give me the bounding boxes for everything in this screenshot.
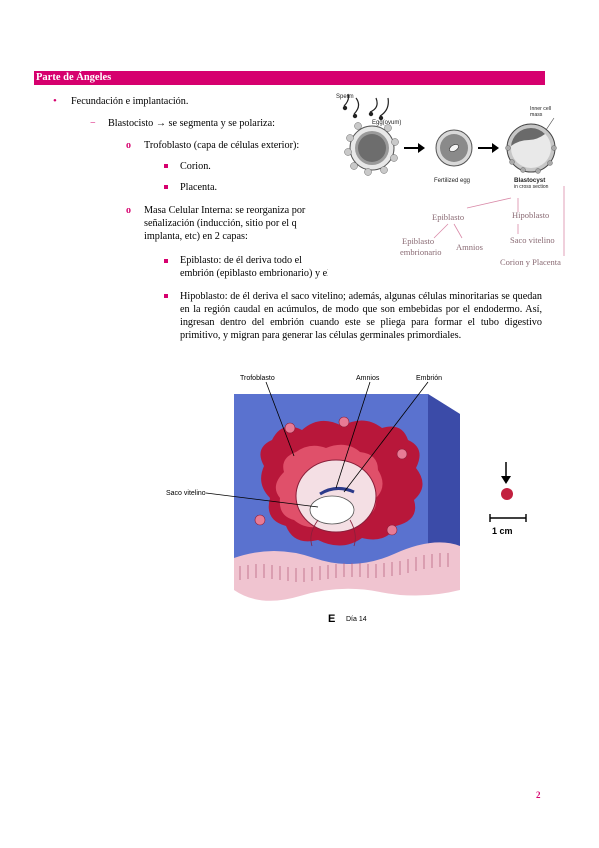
dia-label: Día 14 [346, 616, 367, 623]
sperm-label: Sperm [336, 94, 354, 100]
amnios-label: Amnios [456, 242, 483, 252]
saco-vitelino-label: Saco vitelino [510, 235, 555, 245]
saco-vitelino-label: Saco vitelino [166, 490, 206, 497]
list-item-placenta: Placenta. [180, 182, 218, 193]
embrion-label: Embrión [416, 375, 442, 382]
list-item-epiblasto-line1: Epiblasto: de él deriva todo el [180, 255, 302, 266]
scale-label: 1 cm [492, 526, 513, 536]
epiblasto-embrionario-line1: Epiblasto [402, 236, 434, 246]
blastocyst-label: Blastocyst [514, 177, 545, 184]
list-item-mci-line2: señalización (inducción, sitio por el q [144, 218, 297, 229]
list-item-fecundacion: Fecundación e implantación. [71, 96, 189, 107]
epiblasto-embrionario-line2: embrionario [400, 247, 442, 257]
list-item-corion: Corion. [180, 161, 211, 172]
dash-icon: − [90, 118, 96, 129]
list-item-hipoblasto: Hipoblasto: de él deriva el saco vitelin… [180, 291, 542, 341]
implantation-diagram: Trofoblasto Amnios Embrión Saco vitelino… [160, 370, 540, 632]
trofoblasto-label: Trofoblasto [240, 375, 275, 382]
corion-placenta-label: Corion y Placenta [500, 257, 561, 267]
section-banner: Parte de Ángeles [34, 71, 545, 85]
list-item-mci-line3: implanta, etc) en 2 capas: [144, 231, 248, 242]
bullet-icon: • [53, 95, 57, 107]
list-item-blastocisto: Blastocisto → se segmenta y se polariza: [108, 118, 275, 129]
circle-bullet-icon: o [126, 205, 131, 216]
square-bullet-icon [164, 185, 168, 189]
list-item-mci-line1: Masa Celular Interna: se reorganiza por [144, 205, 306, 216]
egg-label: Egg(ovum) [372, 120, 401, 126]
epiblasto-label: Epiblasto [432, 212, 464, 222]
amnios-label: Amnios [356, 375, 380, 382]
blastocyst-diagram: Sperm Egg(ovum) Fertilized egg Inner cel… [328, 86, 572, 276]
hipoblasto-label: Hipoblasto [512, 210, 549, 220]
circle-bullet-icon: o [126, 140, 131, 151]
list-item-epiblasto-line2: embrión (epiblasto embrionario) y el amn… [180, 268, 362, 279]
icm-label-line1: Inner cell [530, 106, 551, 112]
panel-letter: E [328, 613, 335, 625]
cross-section-label: in cross section [514, 184, 549, 190]
square-bullet-icon [164, 259, 168, 263]
icm-label-line2: mass [530, 112, 543, 118]
square-bullet-icon [164, 164, 168, 168]
square-bullet-icon [164, 294, 168, 298]
list-item-trofoblasto: Trofoblasto (capa de células exterior): [144, 140, 300, 151]
page-number: 2 [536, 790, 541, 800]
fertilized-egg-label: Fertilized egg [434, 178, 470, 184]
